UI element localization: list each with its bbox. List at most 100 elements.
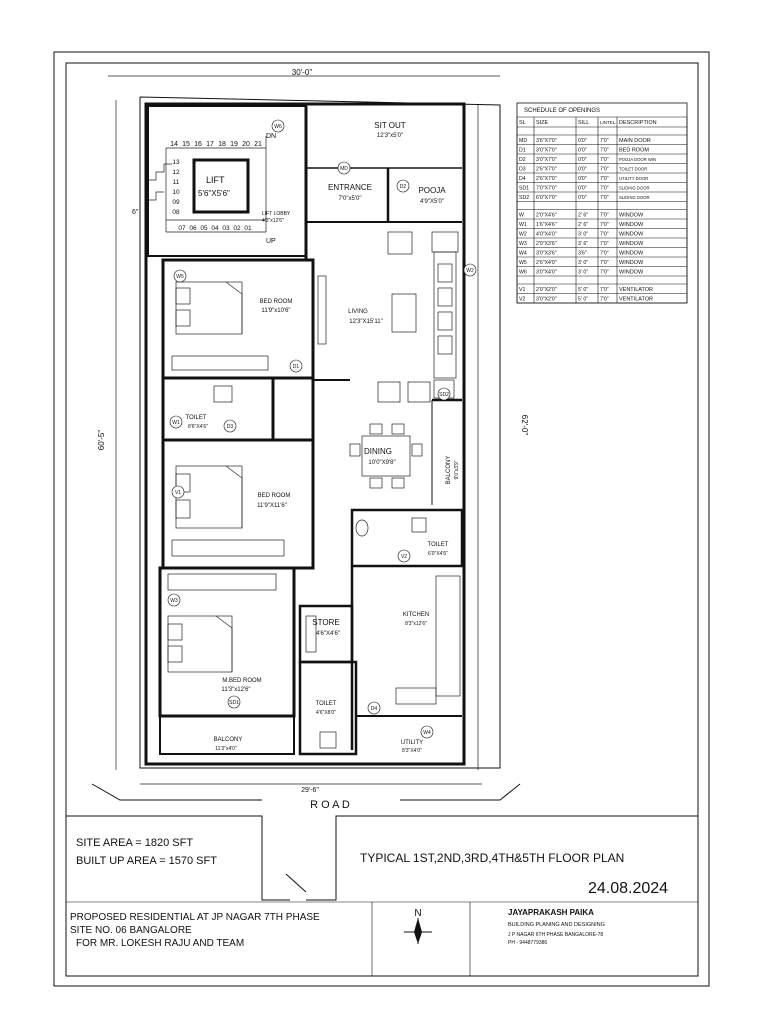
room-kitchen-name: KITCHEN <box>403 612 429 618</box>
room-bed2-name: BED ROOM <box>258 493 291 499</box>
schedule-cell: 0'0" <box>578 147 587 153</box>
room-bed1-name: BED ROOM <box>260 299 293 305</box>
svg-text:W2: W2 <box>466 268 474 274</box>
drawing-date: 24.08.2024 <box>588 880 668 897</box>
schedule-cell: 7'0" <box>600 157 609 163</box>
stair-down-label: DN <box>266 133 276 140</box>
north-arrow-icon <box>404 918 432 944</box>
opening-d2-marker: D2 <box>396 179 410 193</box>
schedule-cell: D2 <box>519 157 526 163</box>
opening-sd2-marker: SD2 <box>437 387 451 401</box>
schedule-title: SCHEDULE OF OPENINGS <box>524 108 600 114</box>
furniture <box>167 231 461 749</box>
schedule-cell: 2'0"X4'6" <box>536 212 557 218</box>
opening-w4-marker: W4 <box>420 725 434 739</box>
stair-number: 04 <box>211 225 219 232</box>
schedule-cell: VENTILATOR <box>619 296 653 302</box>
schedule-cell: 2'6"X7'0" <box>536 176 557 182</box>
stair-number: 14 <box>170 141 178 148</box>
setback-dim: 6" <box>132 209 139 216</box>
stair-number: 15 <box>182 141 190 148</box>
room-liftlobby-name: LIFT LOBBY <box>262 211 291 217</box>
schedule-cell: W2 <box>519 231 527 237</box>
room-entrance-size: 7'0"x5'0" <box>339 196 362 202</box>
room-liftlobby-size: 4'3"x12'6" <box>262 218 284 224</box>
road-break-mark <box>285 873 307 893</box>
road-label: R O A D <box>310 799 350 811</box>
schedule-cell: 3' 0" <box>578 231 588 237</box>
room-living-name: LIVING <box>348 309 368 315</box>
room-store-size: 4'6"X4'6" <box>316 631 340 637</box>
stair-number: 03 <box>222 225 230 232</box>
schedule-cell: MD <box>519 138 527 144</box>
room-toilet2-size: 6'0"X4'6" <box>428 551 448 557</box>
stair-number: 21 <box>254 141 262 148</box>
room-kitchen-size: 8'3"x12'6" <box>405 621 427 627</box>
schedule-cell: 0'0" <box>578 185 587 191</box>
opening-d3-marker: D3 <box>223 419 237 433</box>
room-sitout-size: 12'3"x5'0" <box>377 133 403 139</box>
svg-text:D1: D1 <box>293 364 300 370</box>
schedule-cell: 7'0" <box>600 147 609 153</box>
schedule-cell: MAIN DOOR <box>619 138 651 144</box>
sheet-outer-border <box>53 51 710 987</box>
schedule-cell: BED ROOM <box>619 147 649 153</box>
stair-number: 12 <box>172 169 180 176</box>
schedule-cell: W4 <box>519 250 527 256</box>
room-dining-size: 10'0"X9'8" <box>368 460 395 466</box>
overall-depth-dim: 60'-5" <box>97 430 106 451</box>
svg-text:W6: W6 <box>274 124 282 130</box>
schedule-cell: W3 <box>519 241 527 247</box>
opening-w5-marker: W5 <box>173 269 187 283</box>
stair-number: 19 <box>230 141 238 148</box>
schedule-cell: 2'6"X4'0" <box>536 260 557 266</box>
firm-address: J P NAGAR 6TH PHASE BANGALORE-78 <box>508 932 603 938</box>
firm-name: JAYAPRAKASH PAIKA <box>508 908 594 917</box>
stair-number: 02 <box>233 225 241 232</box>
schedule-cell: WINDOW <box>619 260 644 266</box>
sheet-inner-border <box>65 62 699 977</box>
room-toilet3-name: TOILET <box>316 701 337 707</box>
room-balcony2-name: BALCONY <box>214 737 243 743</box>
schedule-cell: 2'6"X7'0" <box>536 166 557 172</box>
schedule-cell: 0'0" <box>578 166 587 172</box>
schedule-cell: 3'6"X7'0" <box>536 138 557 144</box>
stair-number: 05 <box>200 225 208 232</box>
schedule-cell: WINDOW <box>619 212 644 218</box>
schedule-cell: 6'0"X7'0" <box>536 195 557 201</box>
room-mbed-size: 11'3"x12'6" <box>221 687 250 693</box>
room-lift-size: 5'6"X5'6" <box>198 189 230 198</box>
schedule-cell: 7'0" <box>600 296 609 302</box>
firm-tagline: BUILDING PLANING AND DESIGNING <box>508 922 605 928</box>
firm-phone: PH - 9448779386 <box>508 940 547 946</box>
stair-number: 13 <box>172 159 180 166</box>
room-balcony1-name: BALCONY <box>446 456 452 485</box>
svg-text:D4: D4 <box>371 706 378 712</box>
room-pooja-size: 4'9"X5'0" <box>420 199 444 205</box>
schedule-cell: 3' 6" <box>578 241 588 247</box>
front-width-dim: 29'-6" <box>301 787 319 794</box>
schedule-cell: D1 <box>519 147 526 153</box>
opening-markers: MD D1 D2 D3 D4 SD1 SD2 W1 W2 W3 W4 W5 W6… <box>167 119 477 739</box>
schedule-cell: SLIDING DOOR <box>619 185 649 190</box>
room-entrance-name: ENTRANCE <box>328 183 372 192</box>
schedule-cell: TOILET DOOR <box>619 166 647 171</box>
schedule-cell: 2'0"X3'6" <box>536 241 557 247</box>
schedule-cell: SD1 <box>519 185 529 191</box>
room-lift-name: LIFT <box>206 175 225 185</box>
schedule-cell: UTILITY DOOR <box>619 176 648 181</box>
schedule-cell: 3'0"X7'0" <box>536 157 557 163</box>
schedule-cell: D4 <box>519 176 526 182</box>
schedule-cell: WINDOW <box>619 250 644 256</box>
schedule-cell: 5' 0" <box>578 287 588 293</box>
schedule-cell: 3' 0" <box>578 260 588 266</box>
svg-text:D2: D2 <box>400 184 407 190</box>
schedule-cell: WINDOW <box>619 222 644 228</box>
schedule-cell: SLIDING DOOR <box>619 195 649 200</box>
schedule-cell: 3' 0" <box>578 269 588 275</box>
schedule-cell: SD2 <box>519 195 529 201</box>
